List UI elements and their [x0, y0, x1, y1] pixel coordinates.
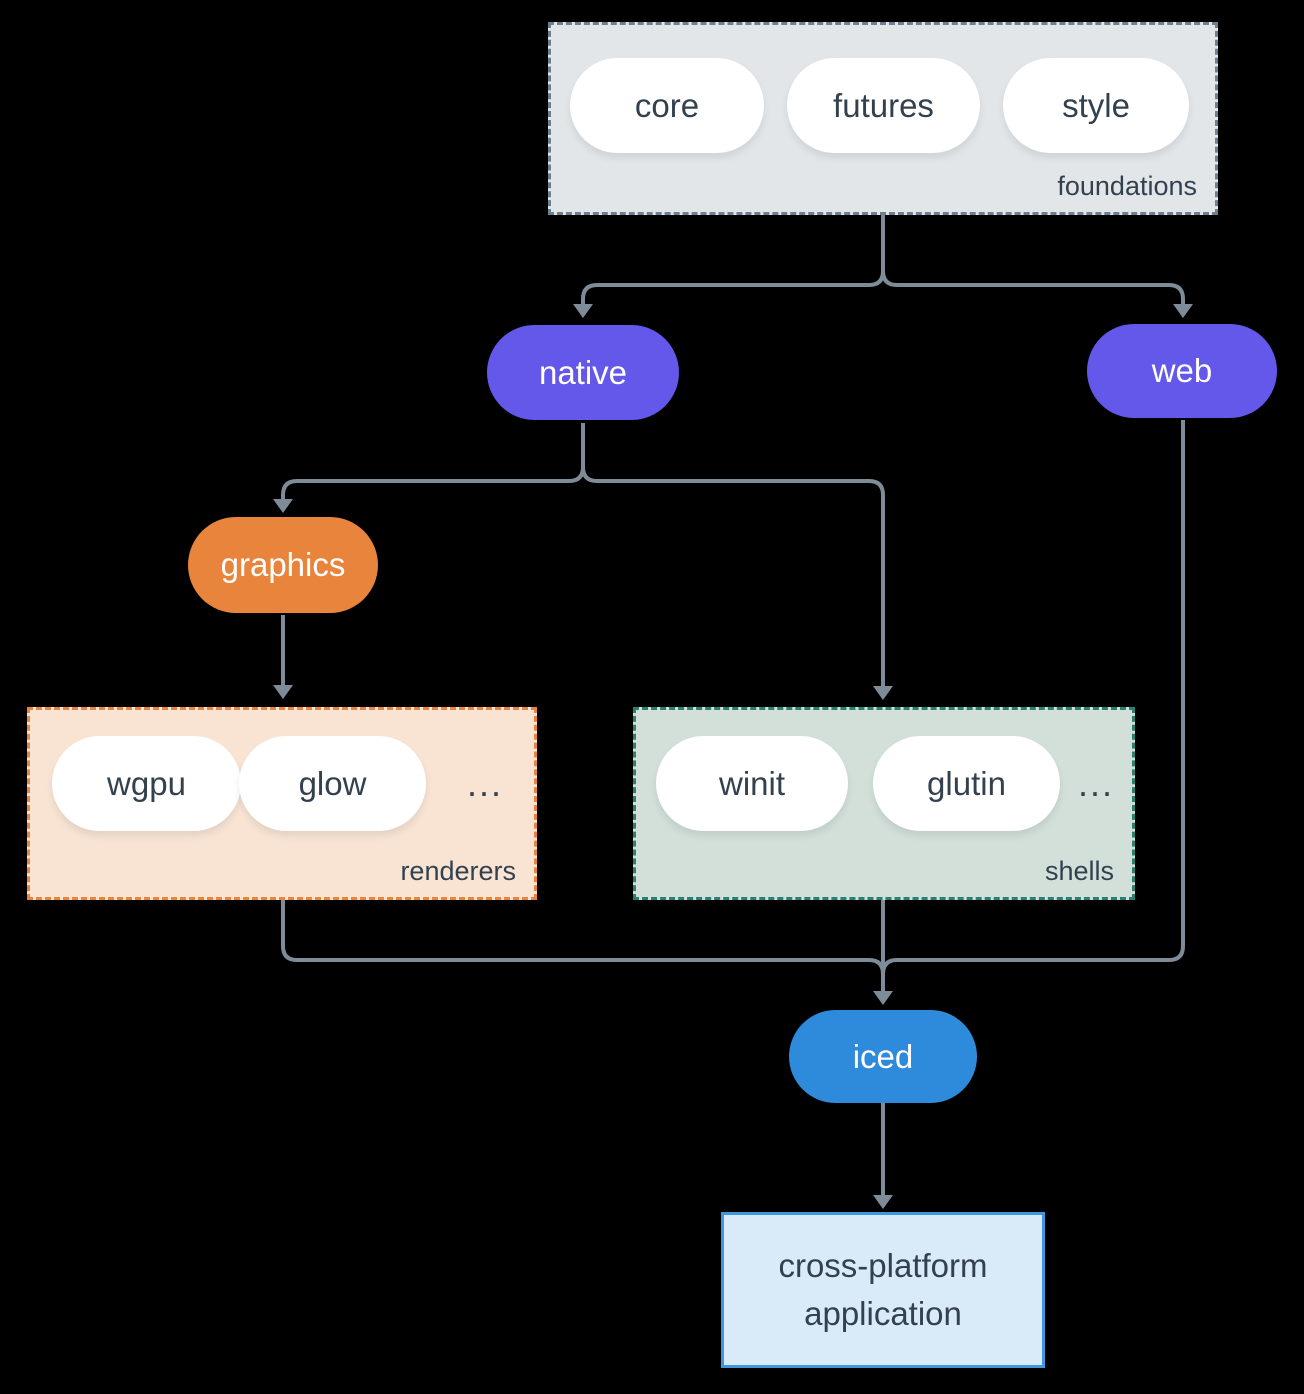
arrowhead-renderers [273, 685, 293, 699]
node-glow: glow [239, 736, 426, 831]
node-glow-label: glow [298, 764, 367, 802]
node-futures-label: futures [833, 86, 934, 124]
node-wgpu: wgpu [52, 736, 241, 831]
edge-native-graphics [281, 423, 585, 499]
node-glutin: glutin [873, 736, 1060, 831]
arrowhead-application [873, 1195, 893, 1209]
node-glutin-label: glutin [927, 764, 1006, 802]
edge-foundations-native [581, 215, 885, 304]
edge-foundations-web [881, 215, 1185, 304]
node-core-label: core [634, 86, 700, 124]
group-renderers: wgpu glow ... renderers [27, 707, 537, 900]
node-winit-label: winit [718, 764, 786, 802]
node-application: cross-platform application [721, 1212, 1045, 1368]
arrowhead-graphics [273, 499, 293, 513]
node-core: core [570, 58, 764, 153]
node-graphics: graphics [188, 517, 378, 613]
group-renderers-label: renderers [400, 856, 516, 886]
arrowhead-web [1173, 304, 1193, 318]
node-native-label: native [538, 353, 628, 391]
group-shells: winit glutin ... shells [633, 707, 1135, 900]
edge-renderers-iced [281, 900, 885, 975]
node-application-label: cross-platform application [778, 1247, 988, 1332]
node-iced: iced [789, 1010, 977, 1103]
group-foundations: core futures style foundations [548, 22, 1218, 215]
renderers-ellipsis: ... [466, 762, 503, 804]
node-style: style [1003, 58, 1189, 153]
node-graphics-label: graphics [220, 546, 346, 583]
node-futures: futures [787, 58, 980, 153]
arrowhead-shells [873, 686, 893, 700]
node-wgpu-label: wgpu [107, 764, 186, 802]
group-shells-label: shells [1044, 856, 1114, 886]
node-winit: winit [656, 736, 848, 831]
group-foundations-label: foundations [1057, 171, 1197, 201]
arrowhead-native [573, 304, 593, 318]
node-web-label: web [1151, 352, 1213, 389]
node-style-label: style [1062, 86, 1130, 124]
node-native: native [487, 325, 679, 420]
arrowhead-iced [873, 991, 893, 1005]
shells-ellipsis: ... [1077, 762, 1114, 804]
node-iced-label: iced [852, 1037, 914, 1075]
edge-native-shells [581, 423, 885, 686]
node-web: web [1087, 324, 1277, 418]
